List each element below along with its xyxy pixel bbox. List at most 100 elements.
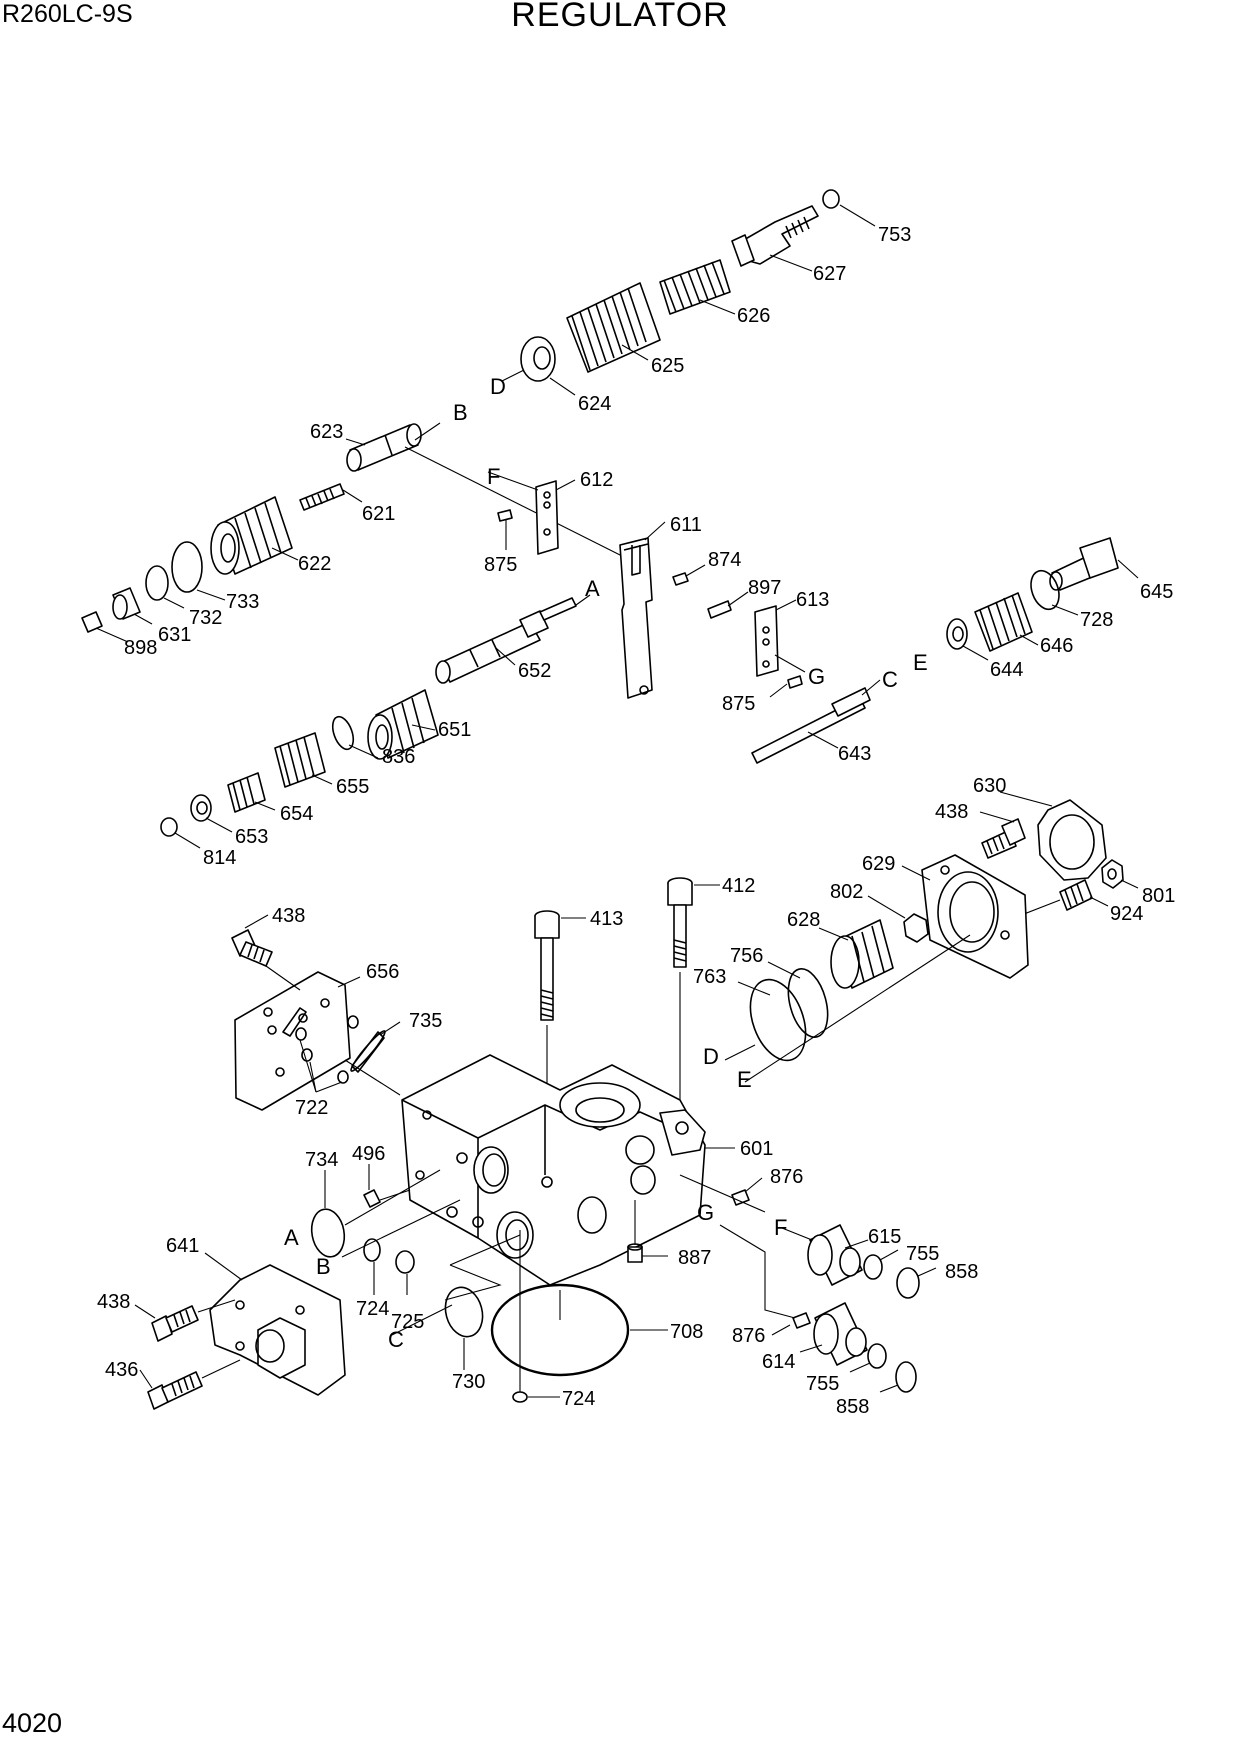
label-802: 802 [830,881,863,903]
part-725-oring [395,1250,415,1295]
label-655: 655 [336,776,369,798]
page-number: 4020 [2,1708,63,1738]
label-734: 734 [305,1149,338,1171]
part-652-spool [435,594,591,684]
label-887: 887 [678,1247,711,1269]
part-755-oring-upper [863,1249,899,1280]
part-630-cover-seal [999,791,1107,881]
letter-b-lower: B [316,1254,331,1279]
letter-a-lower: A [284,1225,299,1250]
label-858a: 858 [945,1261,978,1283]
part-438-bolt-upper [979,811,1026,859]
part-631-sleeve [112,587,153,625]
label-898: 898 [124,637,157,659]
label-436: 436 [105,1359,138,1381]
label-875b: 875 [722,693,755,715]
part-412-bolt [667,877,720,1118]
label-725: 725 [391,1311,424,1333]
label-763: 763 [693,966,726,988]
part-624-spring-seat [501,336,576,396]
letter-e-upper: E [913,650,928,675]
part-626-inner-spring [659,259,736,315]
reference-letters: B D F A G C E D E G F A B C [284,374,928,1352]
part-656-plate [234,971,401,1111]
label-630: 630 [973,775,1006,797]
callout-labels: 753 627 626 625 624 623 621 622 612 611 … [97,224,1175,1418]
part-733-oring [171,541,226,601]
part-732-oring [145,565,185,609]
label-628: 628 [787,909,820,931]
letter-d-upper: D [490,374,506,399]
label-755a: 755 [906,1243,939,1265]
label-728: 728 [1080,609,1113,631]
part-734-oring [310,1169,441,1258]
label-897: 897 [748,577,781,599]
letter-d-lower: D [703,1044,719,1069]
part-836-snap-ring [331,715,379,759]
label-626: 626 [737,305,770,327]
part-612-plate [487,471,576,555]
label-623: 623 [310,421,343,443]
label-836: 836 [382,746,415,768]
part-708-oring [490,1283,668,1377]
part-858-snap-ring-lower [879,1361,917,1393]
letter-e-lower: E [737,1067,752,1092]
label-730: 730 [452,1371,485,1393]
label-654: 654 [280,803,313,825]
label-625: 625 [651,355,684,377]
part-613-plate [754,599,806,677]
part-655-spring [274,732,333,788]
label-876b: 876 [732,1325,765,1347]
part-627-adjust-screw [731,205,819,272]
label-651: 651 [438,719,471,741]
label-875a: 875 [484,554,517,576]
letter-f-upper: F [487,464,500,489]
part-756-oring [767,961,829,1038]
label-644: 644 [990,659,1023,681]
label-601: 601 [740,1138,773,1160]
label-722: 722 [295,1097,328,1119]
part-763-oring [737,978,807,1062]
label-755b: 755 [806,1373,839,1395]
label-876a: 876 [770,1166,803,1188]
page-title: REGULATOR [511,0,729,34]
label-643: 643 [838,743,871,765]
part-874-pin [672,564,706,586]
part-413-bolt [534,910,586,1175]
part-628-sleeve [818,919,894,989]
part-722-orings [295,1015,359,1093]
label-646: 646 [1040,635,1073,657]
part-814-snap-ring [160,817,201,849]
part-644-seat [946,618,989,661]
part-643-pilot-piston [751,679,881,764]
label-613: 613 [796,589,829,611]
part-623-piston [345,422,631,561]
part-621-pin [299,483,363,511]
part-876-pin-lower [719,1224,811,1336]
label-615: 615 [868,1226,901,1248]
letter-a-upper: A [585,576,600,601]
part-875-pin-lower [769,675,803,698]
letter-b-upper: B [453,400,468,425]
label-924: 924 [1110,903,1143,925]
label-412: 412 [722,875,755,897]
label-874: 874 [708,549,741,571]
label-656: 656 [366,961,399,983]
label-621: 621 [362,503,395,525]
label-652: 652 [518,660,551,682]
part-887-plug [627,1200,668,1263]
part-496-plug [363,1164,411,1208]
label-438b: 438 [272,905,305,927]
part-629-cover [901,854,1029,979]
model-number: R260LC-9S [2,0,133,28]
part-735-oring [350,1021,401,1073]
letter-f-lower: F [774,1215,787,1240]
part-654-spring [227,772,276,813]
part-651-sleeve [367,689,439,760]
part-898-pin [81,611,129,643]
label-724a: 724 [356,1298,389,1320]
label-438a: 438 [935,801,968,823]
label-645: 645 [1140,581,1173,603]
label-814: 814 [203,847,236,869]
